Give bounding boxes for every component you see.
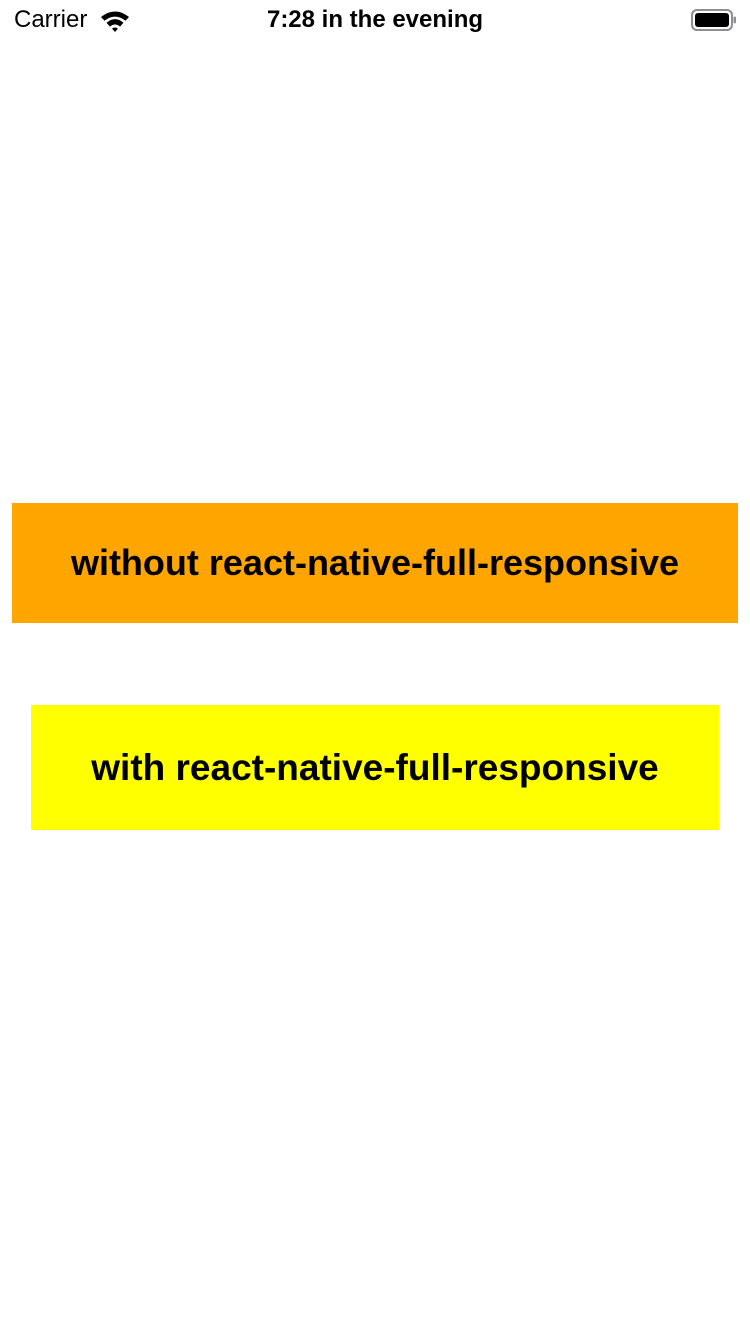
status-time: 7:28 in the evening xyxy=(266,6,484,33)
battery-icon xyxy=(691,9,737,31)
with-responsive-label: with react-native-full-responsive xyxy=(91,746,659,788)
status-bar: Carrier 7:28 in the evening xyxy=(0,0,750,40)
with-responsive-box: with react-native-full-responsive xyxy=(31,705,719,830)
without-responsive-box: without react-native-full-responsive xyxy=(12,503,738,623)
carrier-label: Carrier xyxy=(14,6,88,33)
wifi-icon xyxy=(99,9,131,33)
without-responsive-label: without react-native-full-responsive xyxy=(70,542,680,583)
